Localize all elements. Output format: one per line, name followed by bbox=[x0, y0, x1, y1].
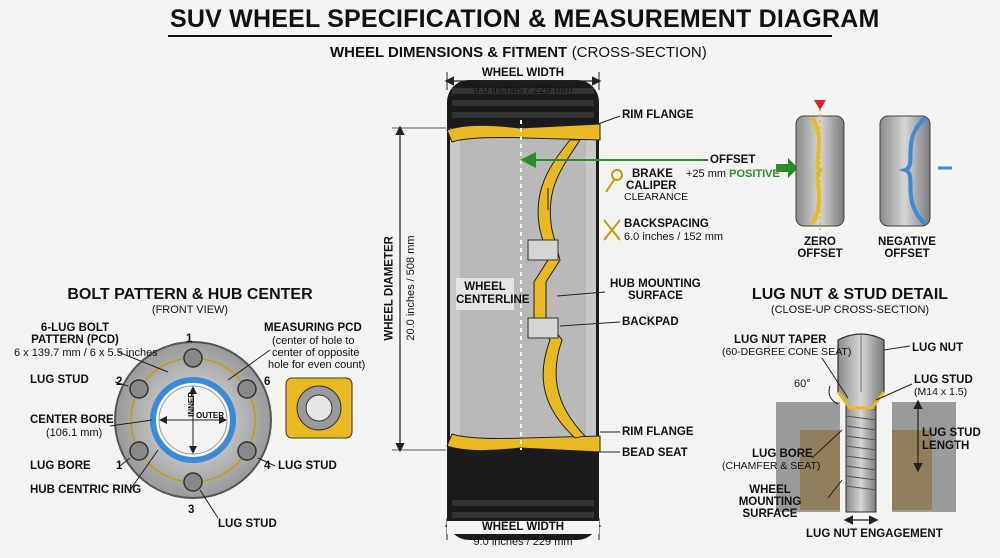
wheel-width-value-top: 9.0 inches / 229 mm bbox=[473, 84, 573, 96]
hole-number-1-top: 1 bbox=[186, 333, 193, 345]
lug-detail-subtitle: (CLOSE-UP CROSS-SECTION) bbox=[770, 304, 930, 316]
bolt-pattern-view bbox=[114, 341, 272, 499]
mount-label-2: MOUNTING bbox=[738, 496, 802, 508]
measuring-pcd-line2: center of opposite bbox=[272, 347, 360, 359]
hub-mount-label-2: SURFACE bbox=[628, 290, 683, 302]
rim-flange-bottom bbox=[446, 433, 601, 453]
zero-offset-label-1: ZERO bbox=[804, 236, 836, 248]
offset-value: +25 mm bbox=[686, 168, 727, 180]
cross-section-suffix: (CROSS-SECTION) bbox=[571, 44, 707, 61]
angle-label: 60° bbox=[794, 378, 811, 390]
wheel-diameter-label: WHEEL DIAMETER bbox=[383, 236, 396, 341]
lug-stud-size: (M14 x 1.5) bbox=[914, 386, 968, 398]
backspacing-value: 6.0 inches / 152 mm bbox=[624, 231, 724, 243]
center-bore-label: CENTER BORE bbox=[30, 414, 114, 426]
wheel-width-label-top: WHEEL WIDTH bbox=[481, 67, 565, 79]
lug-stud-left-label: LUG STUD bbox=[30, 374, 89, 386]
lug-nut-taper bbox=[836, 391, 886, 410]
zero-offset-marker bbox=[814, 100, 826, 110]
offset-example-arrow bbox=[776, 158, 798, 178]
negative-offset-label-2: OFFSET bbox=[884, 248, 930, 260]
lug-bore-detail-label: LUG BORE bbox=[752, 448, 813, 460]
hole-number-1-left: 1 bbox=[116, 460, 123, 472]
lug-detail-title: LUG NUT & STUD DETAIL bbox=[751, 286, 949, 303]
stud-length-label-2: LENGTH bbox=[922, 440, 970, 452]
center-leaders bbox=[556, 115, 621, 453]
offset-positive: POSITIVE bbox=[729, 168, 780, 180]
hub-ring-icon bbox=[285, 377, 353, 439]
bolt-pattern-title: BOLT PATTERN & HUB CENTER bbox=[67, 286, 313, 303]
bolt-leaders bbox=[109, 349, 276, 519]
lug-stud-right-label: LUG STUD bbox=[278, 460, 337, 472]
lug-leaders bbox=[811, 345, 913, 499]
cross-section-heading: WHEEL DIMENSIONS & FITMENT (CROSS-SECTIO… bbox=[330, 44, 707, 62]
offset-label: OFFSET bbox=[710, 154, 756, 166]
lug-holes bbox=[129, 348, 257, 492]
hole-number-4: 4 bbox=[264, 460, 271, 472]
lug-nut-taper-sub: (60-DEGREE CONE SEAT) bbox=[722, 346, 852, 358]
backpad-label: BACKPAD bbox=[622, 316, 679, 328]
bead-seat-label: BEAD SEAT bbox=[622, 447, 688, 459]
cross-section-title: WHEEL DIMENSIONS & FITMENT bbox=[330, 44, 568, 61]
rim-flange-top bbox=[446, 123, 601, 143]
hole-number-2: 2 bbox=[116, 376, 123, 388]
lug-nut-taper-label: LUG NUT TAPER bbox=[734, 334, 827, 346]
zero-offset-label-2: OFFSET bbox=[797, 248, 843, 260]
center-bore-value: (106.1 mm) bbox=[46, 427, 103, 439]
lug-stud-bottom-label: LUG STUD bbox=[218, 518, 277, 530]
centerline-label-1: WHEEL bbox=[464, 281, 506, 293]
lug-bore-label: LUG BORE bbox=[30, 460, 91, 472]
brake-label-2: CALIPER bbox=[626, 180, 677, 192]
hole-number-3: 3 bbox=[188, 504, 195, 516]
mount-label-1: WHEEL bbox=[749, 484, 791, 496]
brake-label-1: BRAKE bbox=[632, 168, 673, 180]
lug-nut-engagement-label: LUG NUT ENGAGEMENT bbox=[806, 528, 943, 540]
hub-centric-ring-label: HUB CENTRIC RING bbox=[30, 484, 142, 496]
backspacing-icon bbox=[603, 219, 621, 241]
hole-number-6: 6 bbox=[264, 376, 271, 388]
hub-mount-label-1: HUB MOUNTING bbox=[610, 278, 701, 290]
pcd-value: 6 x 139.7 mm / 6 x 5.5 inches bbox=[14, 347, 158, 359]
negative-offset-label-1: NEGATIVE bbox=[878, 236, 936, 248]
offset-examples bbox=[776, 100, 952, 230]
rim-flange-bottom-label: RIM FLANGE bbox=[622, 426, 694, 438]
angle-arc bbox=[828, 385, 839, 405]
pcd-label-2: PATTERN (PCD) bbox=[31, 334, 119, 346]
mount-label-3: SURFACE bbox=[742, 508, 798, 520]
wheel-cross-section bbox=[446, 80, 601, 540]
stud-length-label-1: LUG STUD bbox=[922, 427, 981, 439]
pcd-label-1: 6-LUG BOLT bbox=[40, 322, 110, 334]
brake-label-3: CLEARANCE bbox=[624, 191, 689, 203]
bolt-pattern-subtitle: (FRONT VIEW) bbox=[151, 304, 229, 316]
page-title: SUV WHEEL SPECIFICATION & MEASUREMENT DI… bbox=[170, 5, 880, 33]
wheel-width-value-bottom: 9.0 inches / 229 mm bbox=[473, 536, 573, 548]
wheel-width-label-bottom: WHEEL WIDTH bbox=[447, 521, 599, 534]
measuring-pcd-title: MEASURING PCD bbox=[264, 322, 362, 334]
backspacing-hub bbox=[527, 239, 559, 261]
offset-value-line: +25 mm POSITIVE bbox=[686, 168, 780, 180]
measuring-pcd-line1: (center of hole to bbox=[272, 335, 355, 347]
brake-caliper-icon bbox=[605, 169, 623, 193]
wheel-diameter-value: 20.0 inches / 508 mm bbox=[404, 235, 417, 341]
outer-label: OUTER bbox=[196, 411, 224, 420]
lug-detail-view bbox=[776, 333, 956, 513]
spoke-profile bbox=[533, 139, 586, 439]
lug-bore-detail-sub: (CHAMFER & SEAT) bbox=[722, 460, 821, 472]
backpad-hub bbox=[527, 317, 559, 339]
measuring-pcd-line3: hole for even count) bbox=[268, 359, 366, 371]
centerline-box bbox=[456, 278, 514, 310]
lug-nut-label: LUG NUT bbox=[912, 342, 964, 354]
backspacing-label: BACKSPACING bbox=[624, 218, 709, 230]
centerline-label-2: CENTERLINE bbox=[456, 294, 530, 306]
lug-stud-label: LUG STUD bbox=[914, 374, 973, 386]
rim-flange-top-label: RIM FLANGE bbox=[622, 109, 694, 121]
